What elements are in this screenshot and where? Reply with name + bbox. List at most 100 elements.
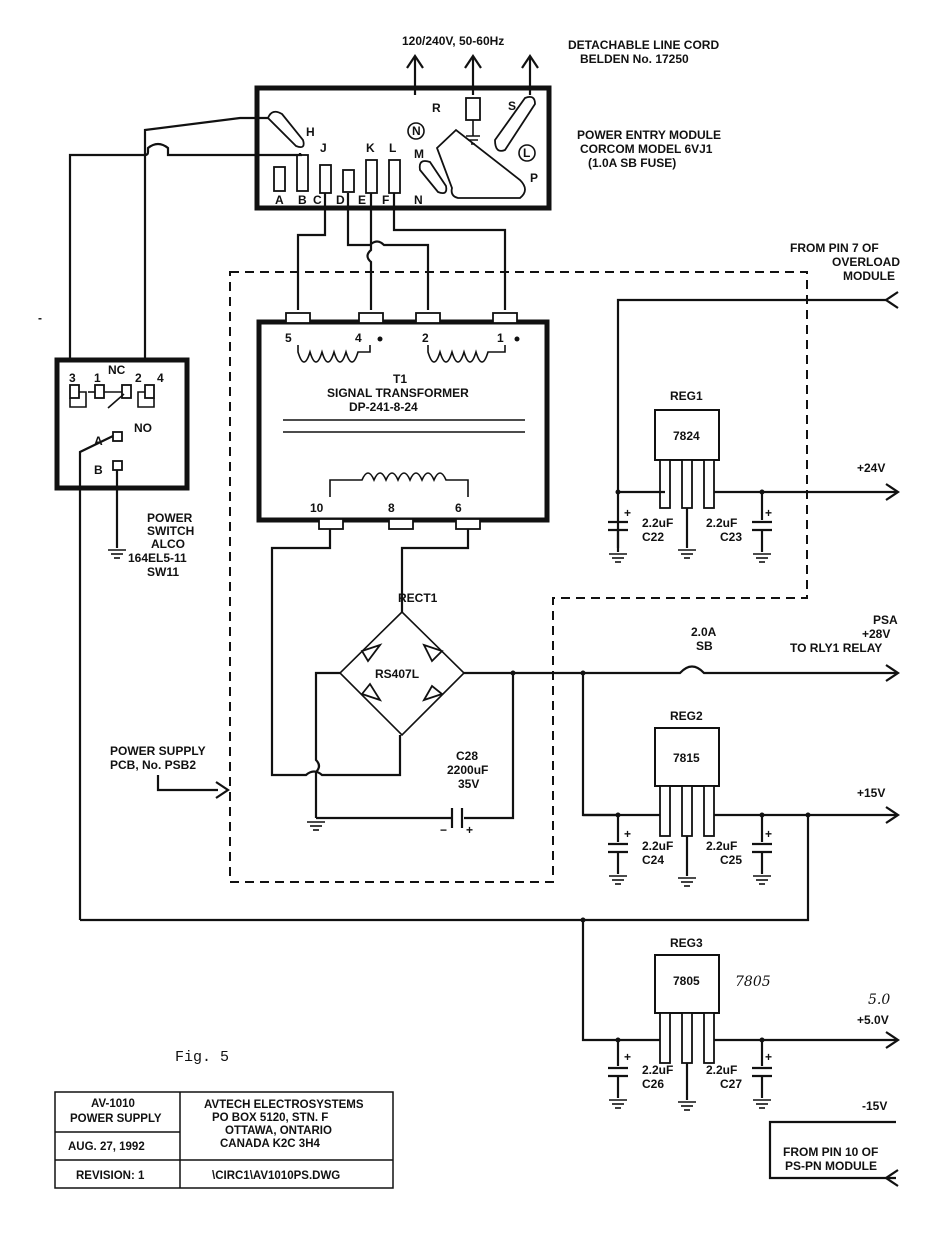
svg-text:+: + — [765, 506, 772, 520]
rail-15v-label: +15V — [857, 786, 885, 800]
t1-pin-4: 4 — [355, 331, 362, 345]
switch-pin-a: A — [94, 434, 103, 448]
pem-label-f: F — [382, 193, 389, 207]
reg1-body — [654, 409, 720, 461]
line-symbol-label: L — [523, 146, 530, 160]
switch-desc-3: ALCO — [151, 537, 185, 551]
tb-product-2: POWER SUPPLY — [70, 1113, 162, 1125]
pem-desc-2: CORCOM MODEL 6VJ1 — [580, 142, 713, 156]
c22-label: C22 — [642, 530, 664, 544]
psa-label-3: TO RLY1 RELAY — [790, 641, 882, 655]
svg-text:+: + — [765, 1050, 772, 1064]
pem-desc-1: POWER ENTRY MODULE — [577, 128, 721, 142]
power-switch — [54, 357, 190, 491]
c25-value: 2.2uF — [706, 839, 737, 853]
rail-5v-handwritten: 5.0 — [868, 992, 890, 1008]
cap-c26 — [608, 1066, 628, 1109]
c27-label: C27 — [720, 1077, 742, 1091]
pem-label-d: D — [336, 193, 345, 207]
svg-text:+: + — [624, 827, 631, 841]
pem-label-j: J — [320, 141, 327, 155]
cap-c24 — [608, 842, 628, 885]
pem-label-m: M — [414, 147, 424, 161]
switch-pin-b: B — [94, 463, 103, 477]
secondary-winding — [329, 472, 469, 497]
c28-ref: C28 — [456, 749, 478, 763]
fuse-value: 2.0A — [691, 625, 717, 639]
reg2-body — [654, 727, 720, 787]
primary-winding-1 — [297, 345, 371, 363]
reg1-part: 7824 — [673, 429, 700, 443]
reg3-body — [654, 954, 720, 1014]
switch-desc-5: SW11 — [147, 565, 179, 579]
switch-pin-1: 1 — [94, 371, 101, 385]
psa-fuse-line — [464, 665, 896, 675]
neutral-symbol-label: N — [412, 124, 421, 138]
psp-label-2: PS-PN MODULE — [785, 1159, 877, 1173]
rail-minus15v-label: -15V — [862, 1099, 887, 1113]
switch-desc-1: POWER — [147, 511, 193, 525]
reg2-part: 7815 — [673, 751, 700, 765]
rail-5v-label: +5.0V — [857, 1013, 889, 1027]
pem-ground-terminal — [465, 97, 481, 121]
pem-terminal-e — [365, 159, 378, 194]
psa-label-1: PSA — [873, 613, 898, 627]
pem-label-n: N — [414, 193, 423, 207]
reg3-ref: REG3 — [670, 936, 703, 950]
switch-desc-2: SWITCH — [147, 524, 194, 538]
svg-text:+: + — [624, 506, 631, 520]
c28-value: 2200uF — [447, 763, 488, 777]
pem-terminal-c — [319, 164, 332, 194]
t1-pin-8: 8 — [388, 501, 395, 515]
pem-terminal-s — [494, 95, 536, 152]
t1-pin-10: 10 — [310, 501, 324, 515]
pem-ground-icon — [466, 120, 480, 145]
c22-value: 2.2uF — [642, 516, 673, 530]
rail-24v-label: +24V — [857, 461, 885, 475]
overload-label-1: FROM PIN 7 OF — [790, 241, 879, 255]
cap-c23 — [752, 520, 772, 563]
pem-terminal-h — [266, 110, 305, 149]
overload-label-2: OVERLOAD — [832, 255, 900, 269]
switch-pin-2: 2 — [135, 371, 142, 385]
reg1-ref: REG1 — [670, 389, 703, 403]
c26-value: 2.2uF — [642, 1063, 673, 1077]
line-cord-label-1: DETACHABLE LINE CORD — [568, 38, 719, 52]
t1-ref: T1 — [393, 372, 407, 386]
switch-pin-3: 3 — [69, 371, 76, 385]
pcb-label-1: POWER SUPPLY — [110, 744, 206, 758]
pem-label-a: A — [275, 193, 284, 207]
psa-label-2: +28V — [862, 627, 890, 641]
tb-revision: REVISION: 1 — [76, 1170, 145, 1182]
switch-pin-nc: NC — [108, 363, 126, 377]
tb-file: \CIRC1\AV1010PS.DWG — [212, 1170, 340, 1182]
c25-label: C25 — [720, 853, 742, 867]
power-entry-module — [254, 85, 552, 211]
tb-company-1: AVTECH ELECTROSYSTEMS — [204, 1099, 364, 1111]
pem-label-r: R — [432, 101, 441, 115]
c28-voltage: 35V — [458, 777, 479, 791]
cap-c25 — [752, 842, 772, 885]
reg2-ref: REG2 — [670, 709, 703, 723]
tb-company-2: PO BOX 5120, STN. F — [212, 1112, 328, 1124]
c23-value: 2.2uF — [706, 516, 737, 530]
line-voltage-label: 120/240V, 50-60Hz — [402, 34, 504, 48]
pem-terminal-b — [296, 154, 309, 192]
t1-part: DP-241-8-24 — [349, 400, 418, 414]
pem-terminal-f — [388, 159, 401, 194]
rectifier-bridge — [338, 610, 466, 737]
switch-pin-4: 4 — [157, 371, 164, 385]
svg-text:-: - — [38, 311, 42, 325]
switch-pin-no: NO — [134, 421, 152, 435]
pcb-outline — [229, 271, 808, 883]
psp-label-1: FROM PIN 10 OF — [783, 1145, 878, 1159]
pem-terminal-m — [418, 160, 448, 195]
overload-label-3: MODULE — [843, 269, 895, 283]
pem-label-h: H — [306, 125, 315, 139]
pem-label-s: S — [508, 99, 516, 113]
line-symbol-icon — [518, 144, 536, 162]
pcb-label-2: PCB, No. PSB2 — [110, 758, 196, 772]
pem-label-l: L — [389, 141, 396, 155]
svg-text:+: + — [624, 1050, 631, 1064]
